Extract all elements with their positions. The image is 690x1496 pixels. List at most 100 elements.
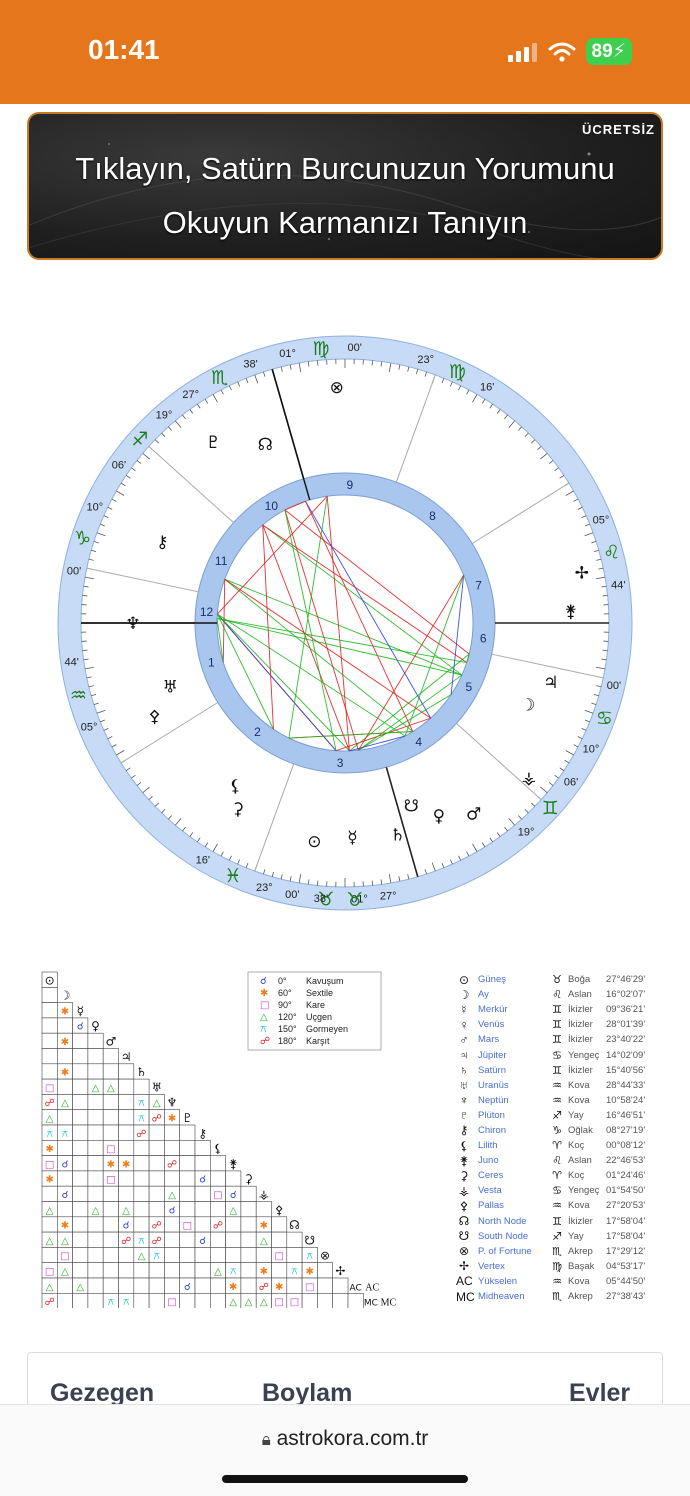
- degree-tick: [577, 736, 583, 740]
- degree-tick: [204, 398, 209, 404]
- sign-glyph: ♋: [552, 1049, 562, 1062]
- promo-banner[interactable]: ÜCRETSİZ Tıklayın, Satürn Burcunuzun Yor…: [27, 112, 663, 260]
- degree-tick: [120, 482, 126, 487]
- grid-cell: [133, 1262, 150, 1279]
- degree-tick: [472, 843, 478, 852]
- aspect-symbol: □: [213, 1190, 222, 1201]
- aspect-symbol: □: [106, 1175, 115, 1186]
- aspect-symbol: ✱: [260, 1267, 268, 1278]
- grid-cell: [210, 1247, 226, 1263]
- planet-glyph: ⚵: [459, 1153, 469, 1168]
- sign-name: İkizler: [568, 1019, 593, 1031]
- free-badge: ÜCRETSİZ: [582, 122, 655, 137]
- grid-planet-glyph: ⊗: [320, 1249, 330, 1263]
- planet-name: Merkür: [478, 1004, 508, 1016]
- grid-cell: [194, 1292, 211, 1308]
- degree-tick: [111, 744, 117, 748]
- grid-cell: [133, 1170, 150, 1187]
- aspect-symbol: ☌: [199, 1236, 206, 1247]
- degree-tick: [407, 874, 410, 880]
- planet-position: 15°40'56': [606, 1064, 646, 1076]
- aspect-legend-symbol: ⚻: [260, 1024, 267, 1035]
- degree-tick: [212, 394, 218, 403]
- planet-position: 27°20'53': [606, 1200, 646, 1212]
- grid-cell: [72, 1032, 89, 1049]
- grid-cell: [72, 1262, 89, 1279]
- grid-cell: [164, 1124, 181, 1141]
- cusp-degree: 01°: [351, 894, 368, 906]
- degree-tick: [380, 361, 383, 367]
- aspect-symbol: △: [214, 1267, 222, 1278]
- house-cusp-line: [254, 763, 295, 872]
- degree-tick: [458, 855, 462, 861]
- grid-cell: [179, 1170, 196, 1187]
- cusp-minute: 44': [65, 656, 79, 668]
- planet-glyph: ♆: [459, 1093, 469, 1108]
- planet-name: Midheaven: [478, 1291, 525, 1303]
- grid-cell: [179, 1201, 196, 1218]
- planet-name: Satürn: [478, 1064, 506, 1076]
- planet-name: Juno: [478, 1155, 499, 1167]
- aspect-legend-name: Sextile: [306, 988, 333, 998]
- sign-name: Yengeç: [568, 1049, 600, 1061]
- aspect-line: [349, 735, 406, 752]
- sign-glyph: ♋: [552, 1185, 562, 1198]
- col-header-planet: Gezegen: [50, 1379, 155, 1407]
- aspect-line: [262, 524, 350, 752]
- grid-cell: [56, 1170, 73, 1187]
- planet-glyph: ⊙: [458, 972, 470, 987]
- sign-name: Akrep: [568, 1291, 593, 1303]
- planet-position: 01°54'50': [606, 1185, 646, 1197]
- house-number: 12: [200, 605, 214, 619]
- aspect-line: [305, 501, 414, 732]
- grid-cell: [164, 1231, 181, 1248]
- house-number: 11: [215, 554, 228, 568]
- grid-cell: [87, 1216, 104, 1233]
- grid-cell: [164, 1247, 181, 1263]
- grid-cell: [118, 1185, 135, 1202]
- degree-tick: [548, 782, 554, 786]
- degree-tick: [103, 727, 109, 731]
- charging-icon: ⚡: [612, 41, 626, 62]
- aspect-legend-symbol: ☌: [260, 976, 267, 987]
- aspect-symbol: ☌: [184, 1282, 191, 1293]
- aspect-symbol: △: [229, 1205, 237, 1216]
- degree-tick: [263, 869, 266, 875]
- degree-tick: [197, 403, 201, 409]
- signal-icon: [507, 42, 537, 62]
- planet-glyph: ⚳: [459, 1168, 469, 1183]
- cusp-sign-glyph: ♏: [211, 367, 228, 389]
- grid-cell: [164, 1140, 181, 1156]
- grid-cell: [56, 1277, 73, 1294]
- degree-tick: [577, 506, 583, 510]
- grid-cell: [102, 1247, 119, 1263]
- lock-icon: 🔒︎: [261, 1430, 271, 1449]
- grid-cell: [179, 1247, 196, 1263]
- house-cusp-line: [395, 374, 436, 483]
- degree-tick: [584, 523, 590, 527]
- planet-glyph: ⚷: [459, 1123, 469, 1138]
- sign-name: Kova: [568, 1079, 590, 1091]
- aspect-legend-name: Gormeyen: [306, 1024, 348, 1034]
- cusp-minute: 00': [285, 889, 299, 901]
- cusp-minute: 38': [243, 359, 257, 371]
- degree-tick: [289, 876, 292, 882]
- grid-cell: [72, 1201, 89, 1218]
- degree-tick: [398, 364, 401, 370]
- grid-cell: [102, 1262, 119, 1279]
- aspect-line: [466, 653, 470, 663]
- aspect-line: [222, 579, 226, 663]
- planet-position: 28°01'39': [606, 1019, 646, 1031]
- grid-cell: [332, 1292, 349, 1308]
- degree-tick: [554, 774, 559, 779]
- address-bar[interactable]: 🔒︎ astrokora.com.tr: [0, 1427, 690, 1451]
- aspect-symbol: □: [167, 1297, 176, 1308]
- grid-cell: [118, 1277, 135, 1294]
- home-indicator[interactable]: [222, 1475, 468, 1483]
